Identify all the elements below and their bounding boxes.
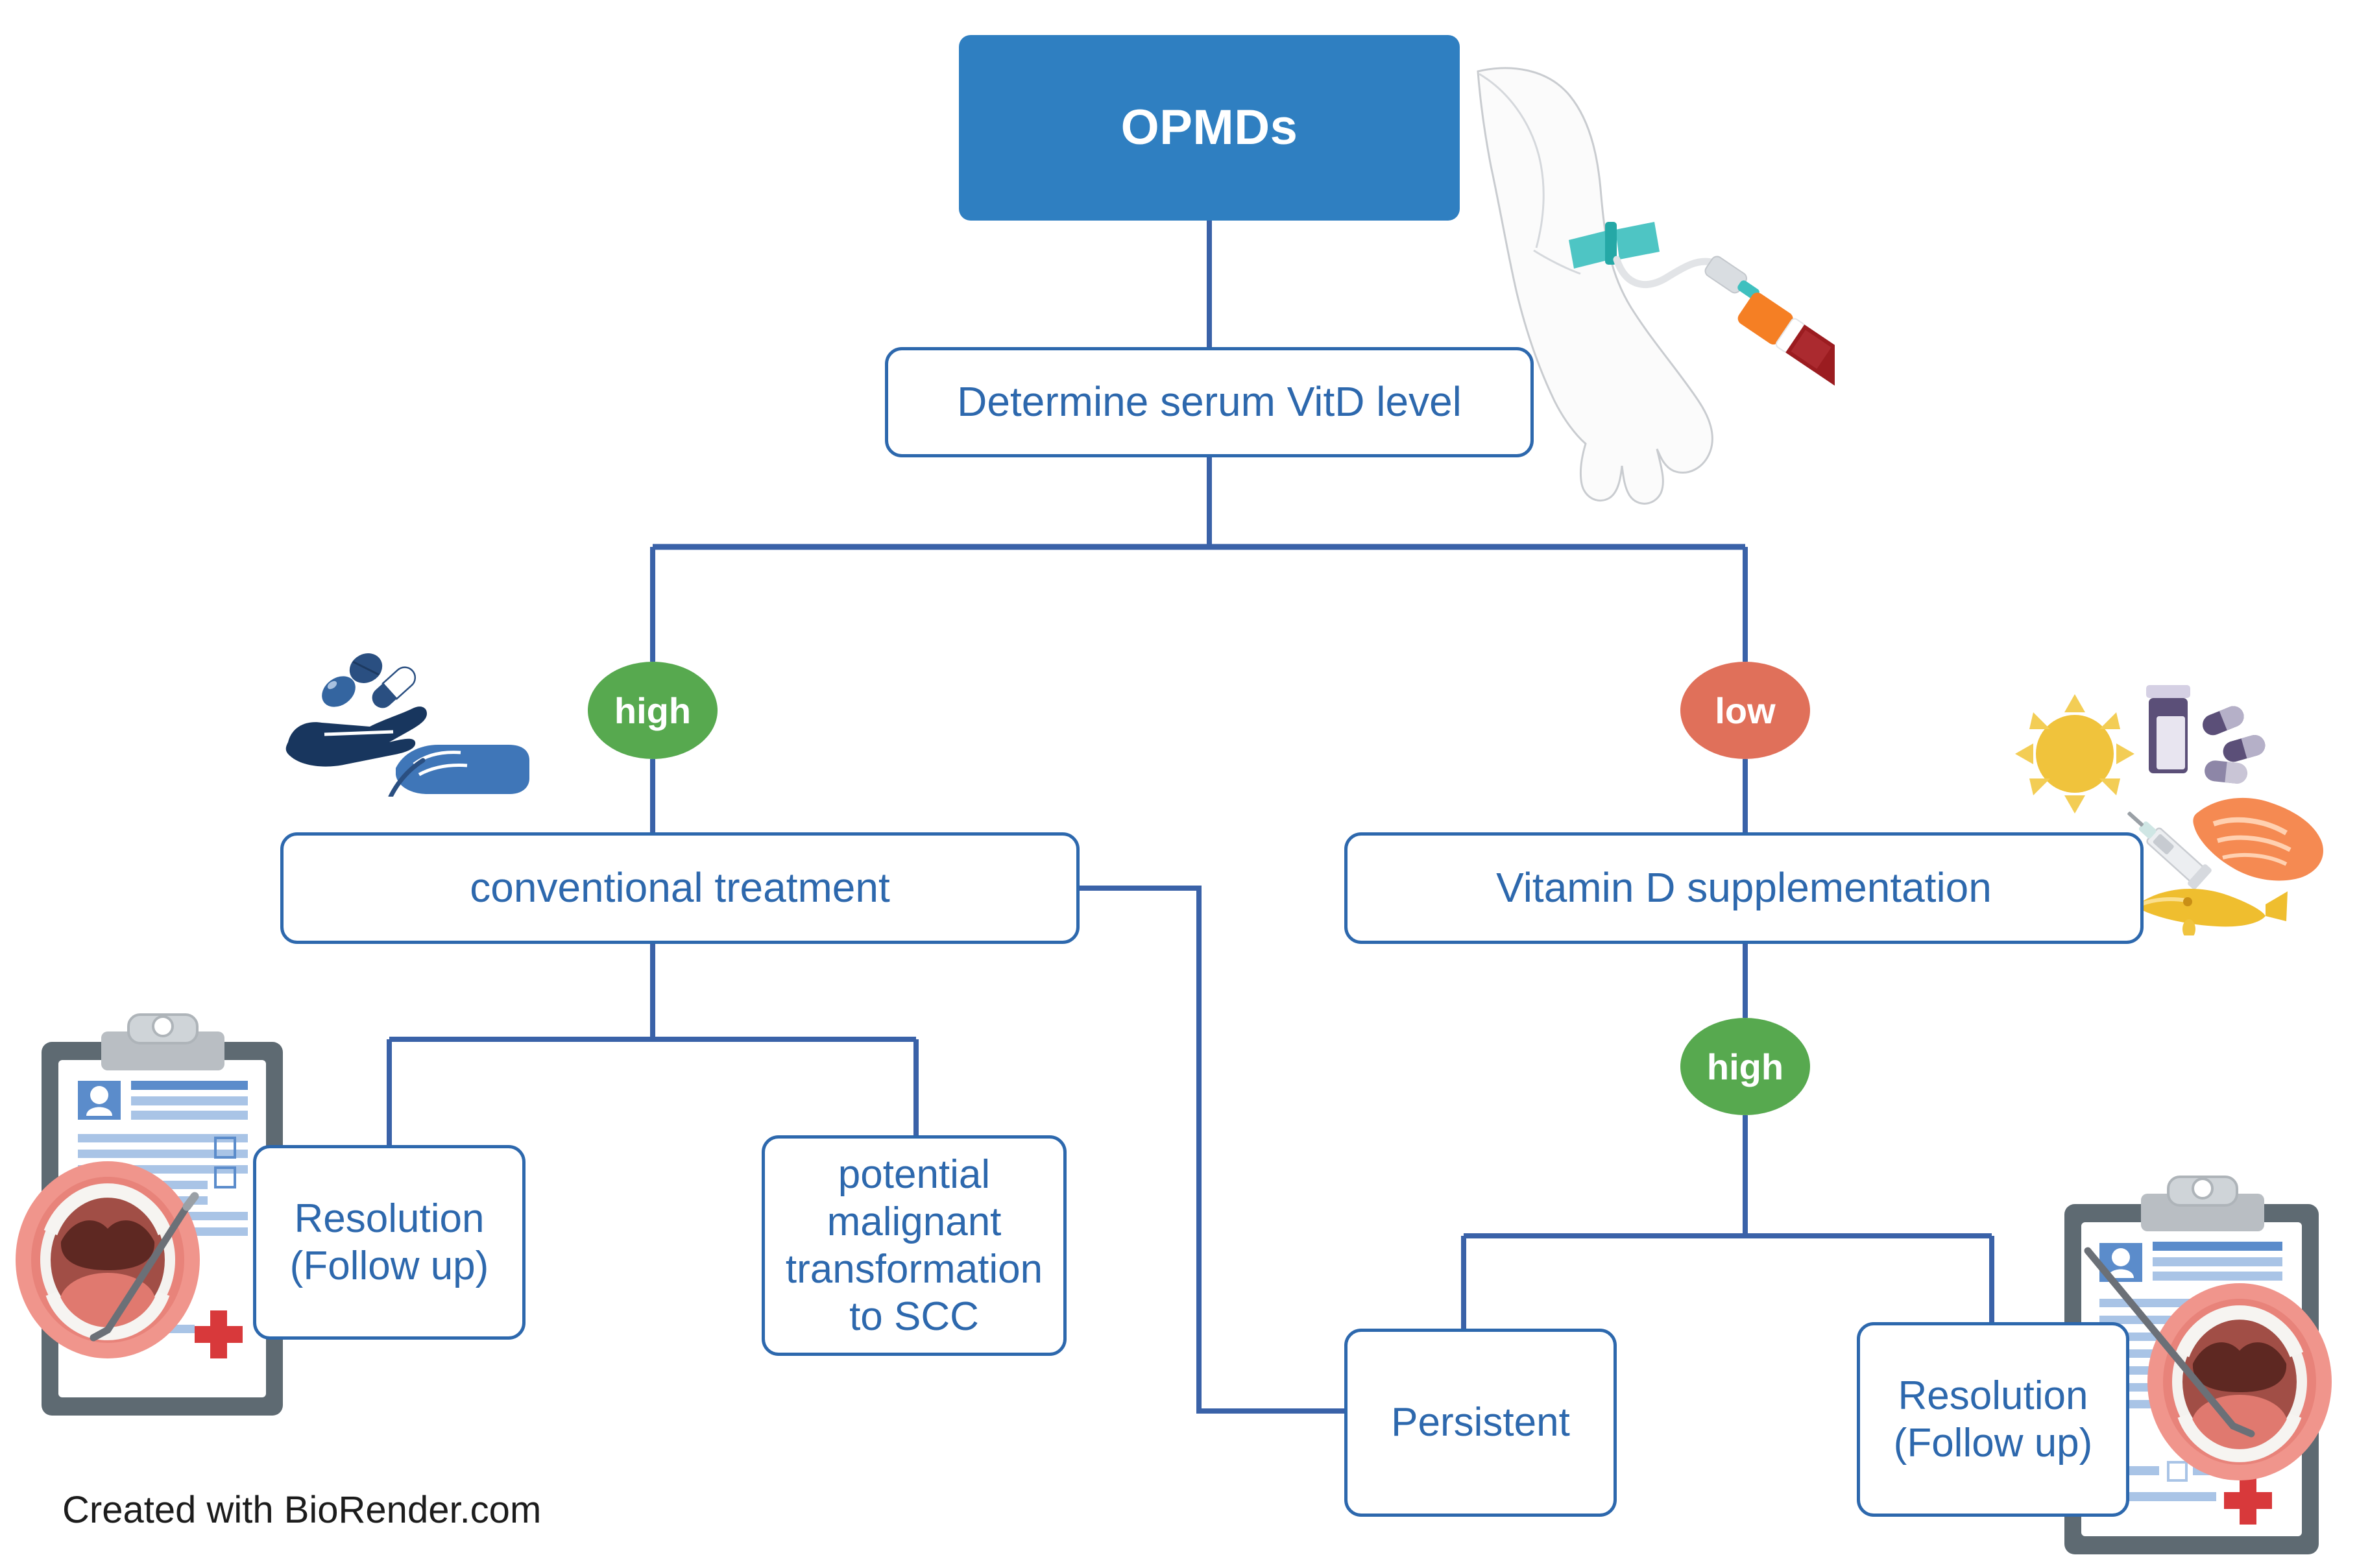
decision-high-right-label: high [1706,1046,1784,1087]
node-resolution-right-line2: (Follow up) [1893,1421,2093,1465]
vitamin-d-sources-illustration [1993,657,2343,939]
decision-high-left-label: high [614,690,692,731]
node-malignant-transformation[interactable]: potential malignant transformation to SC… [762,1135,1067,1356]
node-vitamin-d-supplementation[interactable]: Vitamin D supplementation [1344,832,2144,944]
node-conventional-treatment-label: conventional treatment [470,864,890,911]
node-resolution-left[interactable]: Resolution (Follow up) [253,1145,526,1340]
node-opmds-label: OPMDs [1120,100,1298,156]
node-malignant-line4: to SCC [849,1294,979,1340]
decision-high-right[interactable]: high [1680,1018,1810,1115]
node-malignant-line1: potential [838,1152,991,1197]
decision-high-left[interactable]: high [588,662,718,759]
node-resolution-left-line1: Resolution [294,1196,485,1241]
node-persistent[interactable]: Persistent [1344,1329,1617,1517]
node-determine-serum-vitd[interactable]: Determine serum VitD level [885,347,1534,457]
node-malignant-line2: malignant [827,1199,1002,1244]
hand-with-pills-illustration [275,641,541,799]
edge-conventional-to-persistent [1078,886,1344,1414]
node-resolution-right[interactable]: Resolution (Follow up) [1857,1322,2129,1517]
clipboard-oral-exam-illustration-right [2045,1172,2351,1568]
node-conventional-treatment[interactable]: conventional treatment [280,832,1080,944]
node-persistent-label: Persistent [1391,1400,1570,1445]
node-resolution-right-line1: Resolution [1898,1373,2088,1418]
node-vitamin-d-supplementation-label: Vitamin D supplementation [1496,864,1992,911]
node-determine-serum-vitd-label: Determine serum VitD level [957,378,1462,426]
node-malignant-line3: transformation [785,1247,1043,1292]
biorender-attribution: Created with BioRender.com [62,1489,542,1531]
decision-low-right[interactable]: low [1680,662,1810,759]
decision-low-right-label: low [1715,690,1776,731]
clipboard-oral-exam-illustration-left [10,1000,317,1454]
blood-draw-arm-illustration [1471,45,1874,519]
node-resolution-left-line2: (Follow up) [289,1244,489,1288]
node-opmds[interactable]: OPMDs [959,35,1460,221]
